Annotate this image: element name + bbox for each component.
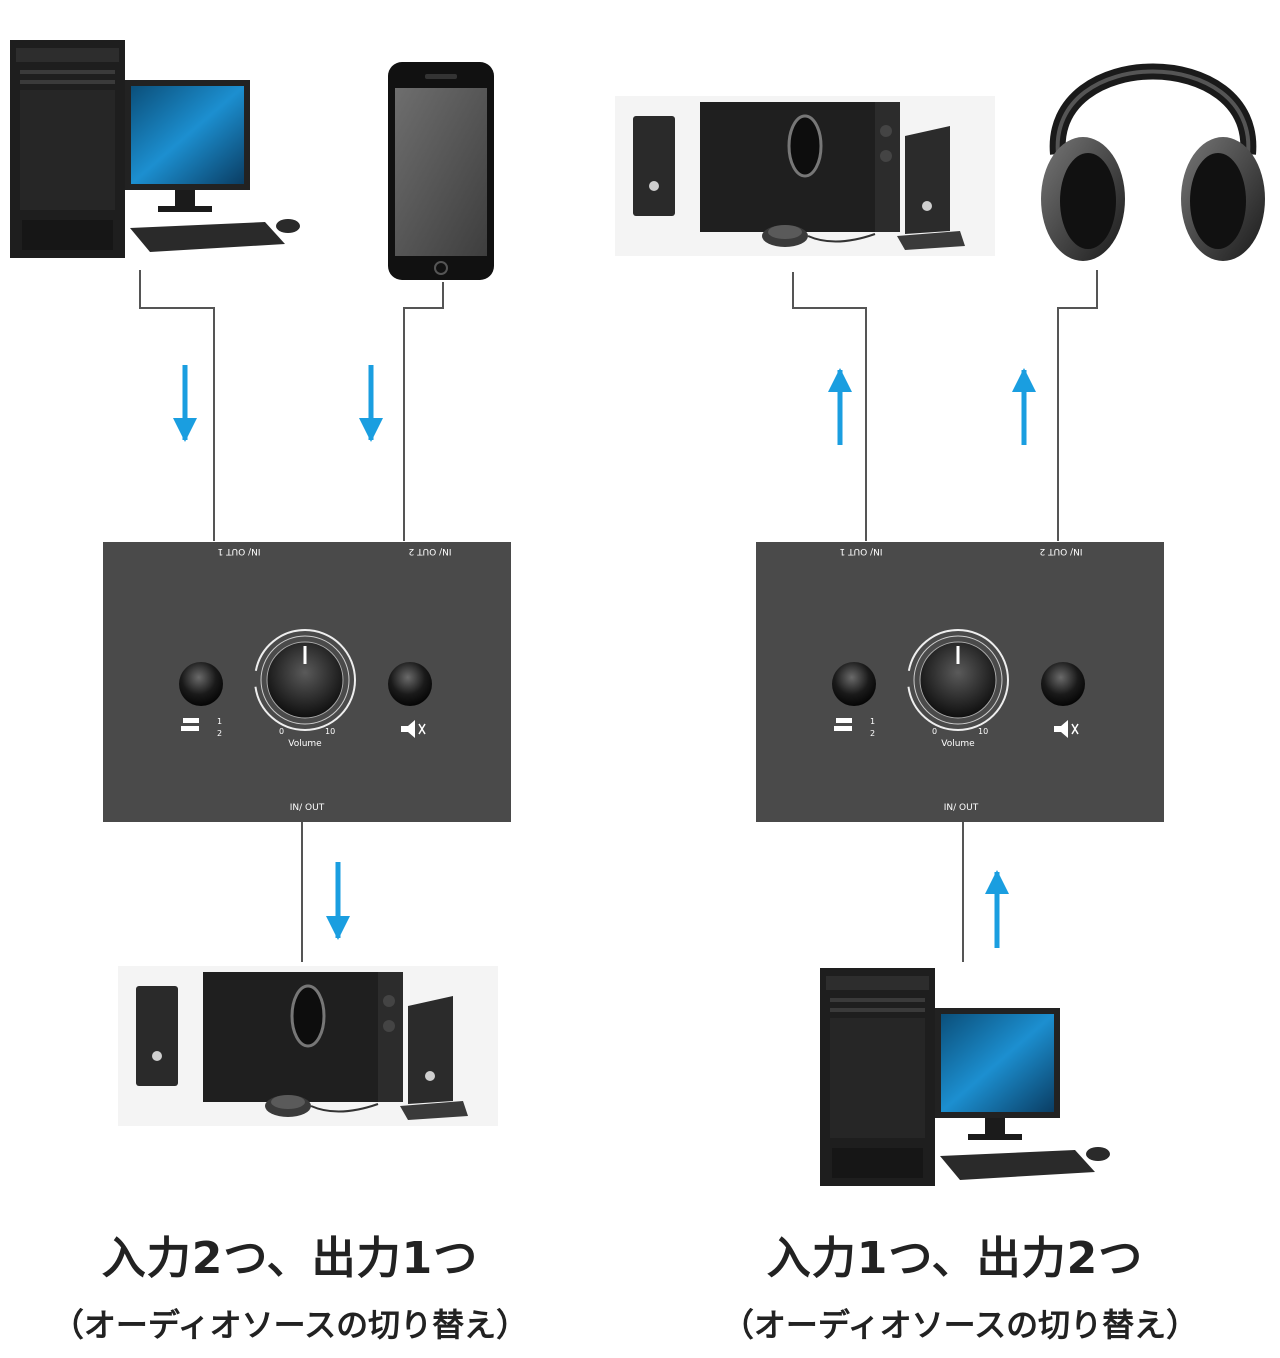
right-cables — [792, 270, 1098, 962]
volume-label: Volume — [288, 739, 322, 749]
arrow-up-icon — [985, 870, 1009, 948]
switch-2-label: 2 — [870, 729, 875, 738]
arrow-down-icon — [173, 365, 197, 442]
computer-icon — [820, 968, 1110, 1186]
volume-min-label: 0 — [932, 727, 937, 736]
right-arrows — [828, 368, 1036, 948]
volume-max-label: 10 — [978, 727, 988, 736]
left-cables — [139, 270, 444, 962]
headphones-icon — [1028, 4, 1278, 269]
port2-label: IN/ OUT 2 — [408, 546, 451, 556]
common-port-label: IN/ OUT — [290, 803, 325, 813]
volume-label: Volume — [941, 739, 975, 749]
port1-label: IN/ OUT 1 — [839, 546, 882, 556]
arrow-down-icon — [326, 862, 350, 940]
arrow-up-icon — [828, 368, 852, 445]
right-diagram: IN/ OUT 1 IN/ OUT 2 IN/ OUT 1 2 0 10 Vol… — [613, 4, 1278, 1186]
switch-1-label: 1 — [870, 717, 875, 726]
smartphone-icon — [388, 62, 494, 280]
audio-switch-panel: IN/ OUT 1 IN/ OUT 2 IN/ OUT 1 2 0 10 Vol… — [754, 540, 1166, 824]
left-caption: 入力2つ、出力1つ — [101, 1233, 479, 1284]
arrow-up-icon — [1012, 368, 1036, 445]
volume-max-label: 10 — [325, 727, 335, 736]
port1-label: IN/ OUT 1 — [217, 546, 260, 556]
right-caption: 入力1つ、出力2つ — [766, 1233, 1144, 1284]
left-diagram: IN/ OUT 1 IN/ OUT 2 IN/ OUT 1 2 0 10 Vol… — [10, 40, 513, 1128]
arrow-down-icon — [359, 365, 383, 442]
volume-min-label: 0 — [279, 727, 284, 736]
audio-switch-panel: IN/ OUT 1 IN/ OUT 2 IN/ OUT 1 2 0 10 Vol… — [101, 540, 513, 824]
speaker-set-icon — [116, 964, 500, 1128]
left-arrows — [173, 365, 383, 940]
switch-2-label: 2 — [217, 729, 222, 738]
speaker-set-icon — [613, 94, 997, 258]
switch-1-label: 1 — [217, 717, 222, 726]
left-subcaption: （オーディオソースの切り替え） — [51, 1306, 529, 1344]
common-port-label: IN/ OUT — [944, 803, 979, 813]
port2-label: IN/ OUT 2 — [1039, 546, 1082, 556]
right-subcaption: （オーディオソースの切り替え） — [721, 1306, 1199, 1344]
computer-icon — [10, 40, 300, 258]
